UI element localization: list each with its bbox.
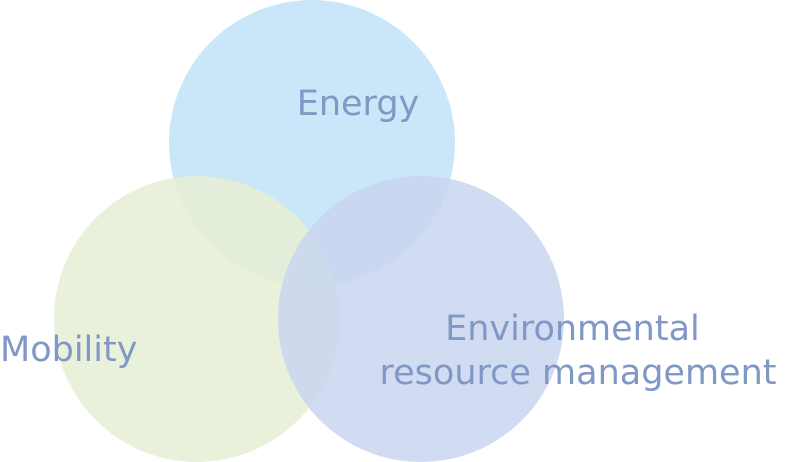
circle-environmental-resource-management: [278, 176, 564, 462]
label-mobility-line-1: Mobility: [0, 330, 137, 370]
label-environmental-resource-management: Environmental resource management: [380, 309, 777, 393]
label-env-line-2: resource management: [380, 353, 777, 393]
circle-mobility: [54, 176, 340, 462]
label-env-line-1: Environmental: [445, 309, 700, 349]
label-mobility: Mobility: [0, 330, 137, 370]
label-energy: Energy: [297, 84, 420, 124]
label-energy-line-1: Energy: [297, 84, 420, 124]
